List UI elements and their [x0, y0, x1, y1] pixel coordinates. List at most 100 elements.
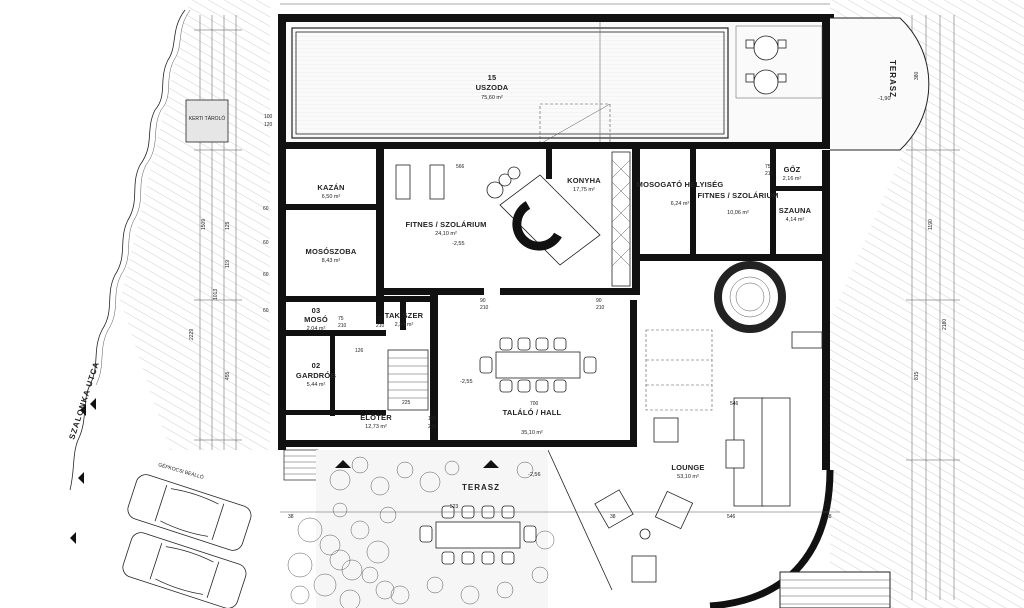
pool-area: 75,60 m² [481, 95, 503, 101]
dim-b2: 38 [610, 514, 616, 520]
right-dimension-labels: 380 1190 2180 815 [914, 71, 948, 380]
op-22: 700 [530, 401, 539, 407]
room-area-takszer: 2,34 m² [395, 322, 414, 328]
op-4: 60 [263, 272, 269, 278]
bottom-dimension-labels: 38 523 38 546 38 [288, 504, 832, 520]
pool-basin [291, 27, 729, 139]
room-area-mososzoba: 8,43 m² [322, 258, 341, 264]
op-18: 100 [428, 416, 437, 422]
room-area-gardrob: 5,44 m² [307, 382, 326, 388]
op-12: 90 [480, 298, 486, 304]
op-13: 210 [480, 305, 489, 311]
op-20: 546 [730, 401, 739, 407]
room-area-konyha: 17,75 m² [573, 187, 595, 193]
room-labels: KAZÁN 6,50 m² MOSÓSZOBA 8,43 m² 03 MOSÓ … [296, 165, 812, 480]
dim-l1: 1013 [213, 289, 219, 300]
level-markers: -2,55 -2,55 -2,56 -1,90 [452, 96, 891, 478]
terrace-stones [329, 456, 555, 605]
dim-l3: 125 [225, 221, 231, 230]
garden-trees [287, 517, 395, 608]
jacuzzi [714, 261, 786, 333]
op-0: 100 [264, 114, 273, 120]
terrace-east [830, 17, 930, 151]
pool-name: USZODA [476, 83, 509, 92]
kitchen-counter [611, 151, 631, 287]
op-9: 210 [376, 323, 385, 329]
op-10: 75 [765, 164, 771, 170]
room-name-moso: MOSÓ [304, 315, 328, 324]
op-7: 210 [338, 323, 347, 329]
room-name-takszer: TAK.SZER [385, 311, 424, 320]
ground-hatch [120, 0, 1024, 608]
room-name-gardrob: GARDRÓB [296, 371, 337, 380]
dim-l5: 455 [225, 371, 231, 380]
dim-r1: 1190 [928, 219, 934, 230]
level-fitness: -2,55 [452, 241, 465, 247]
lounge-dashed [645, 329, 713, 411]
op-11: 210 [765, 171, 774, 177]
lounge-sofa [653, 331, 823, 507]
street-name: SZALONKA UTCA [67, 360, 101, 440]
op-19: 210 [428, 424, 437, 430]
gym-benches [395, 164, 445, 200]
dim-r2: 2180 [942, 319, 948, 330]
op-15: 210 [596, 305, 605, 311]
armchairs [594, 489, 694, 583]
room-area-talalo: 35,10 m² [521, 430, 543, 436]
dim-l0: 1509 [201, 219, 207, 230]
terrace-east-label: TERASZ [888, 60, 897, 98]
op-16: 126 [355, 348, 364, 354]
dim-r0: 380 [914, 71, 920, 80]
terrace-south-label: TERASZ [462, 483, 500, 492]
left-dimension-lines [194, 15, 242, 450]
room-area-kazan: 6,50 m² [322, 194, 341, 200]
parked-cars [122, 474, 252, 608]
room-name-mososzoba: MOSÓSZOBA [306, 247, 357, 256]
room-area-szauna: 4,14 m² [786, 217, 805, 223]
room-area-moso: 2,04 m² [307, 326, 326, 332]
room-area-fitnes2: 10,06 m² [727, 210, 749, 216]
entrance-arrows [335, 460, 499, 468]
op-21: 566 [456, 164, 465, 170]
room-name-lounge: LOUNGE [671, 463, 704, 472]
outside-stair [779, 571, 891, 608]
dining-table [479, 337, 597, 393]
opening-labels: 100 120 60 60 60 60 75 210 75 210 75 210… [263, 114, 774, 430]
op-6: 75 [338, 316, 344, 322]
room-name-fitnes1: FITNES / SZOLÁRIUM [405, 220, 486, 229]
room-area-lounge: 53,10 m² [677, 474, 699, 480]
room-area-fitnes1: 24,10 m² [435, 231, 457, 237]
room-area-eloter: 12,73 m² [365, 424, 387, 430]
curved-wall [709, 469, 834, 608]
street-markers [70, 398, 96, 544]
room-name-mosogato: MOSOGATÓ HELYISÉG [637, 180, 724, 189]
room-name-szauna: SZAUNA [779, 206, 812, 215]
op-5: 60 [263, 308, 269, 314]
entrance-steps [283, 449, 319, 481]
dim-l4: 119 [225, 260, 231, 268]
dim-b4: 38 [826, 514, 832, 520]
room-name-eloter: ELŐTÉR [360, 413, 392, 422]
terrace-east-furniture [745, 35, 787, 95]
terrace-east-mat [735, 25, 823, 99]
kitchen-island [486, 166, 601, 266]
garden-storage-label: KERTI TÁROLÓ [189, 115, 226, 122]
dim-b0: 38 [288, 514, 294, 520]
room-name-goz: GŐZ [784, 165, 801, 174]
street-edge-2 [95, 9, 191, 386]
parking-label: GÉPKOCSI BEÁLLÓ [157, 461, 204, 481]
op-1: 120 [264, 122, 273, 128]
dim-r3: 815 [914, 371, 920, 380]
pool-number: 15 [488, 73, 497, 82]
garden-storage [185, 99, 229, 143]
op-3: 60 [263, 240, 269, 246]
room-area-mosogato: 6,24 m² [671, 201, 690, 207]
room-name-konyha: KONYHA [567, 176, 601, 185]
room-number-moso: 03 [312, 306, 321, 315]
room-name-talalo: TALÁLÓ / HALL [503, 408, 562, 417]
dim-b1: 523 [450, 504, 459, 510]
stair [387, 349, 429, 411]
left-dimension-labels: 1509 1013 2229 125 119 455 [189, 219, 231, 380]
outer-walls [278, 14, 834, 470]
